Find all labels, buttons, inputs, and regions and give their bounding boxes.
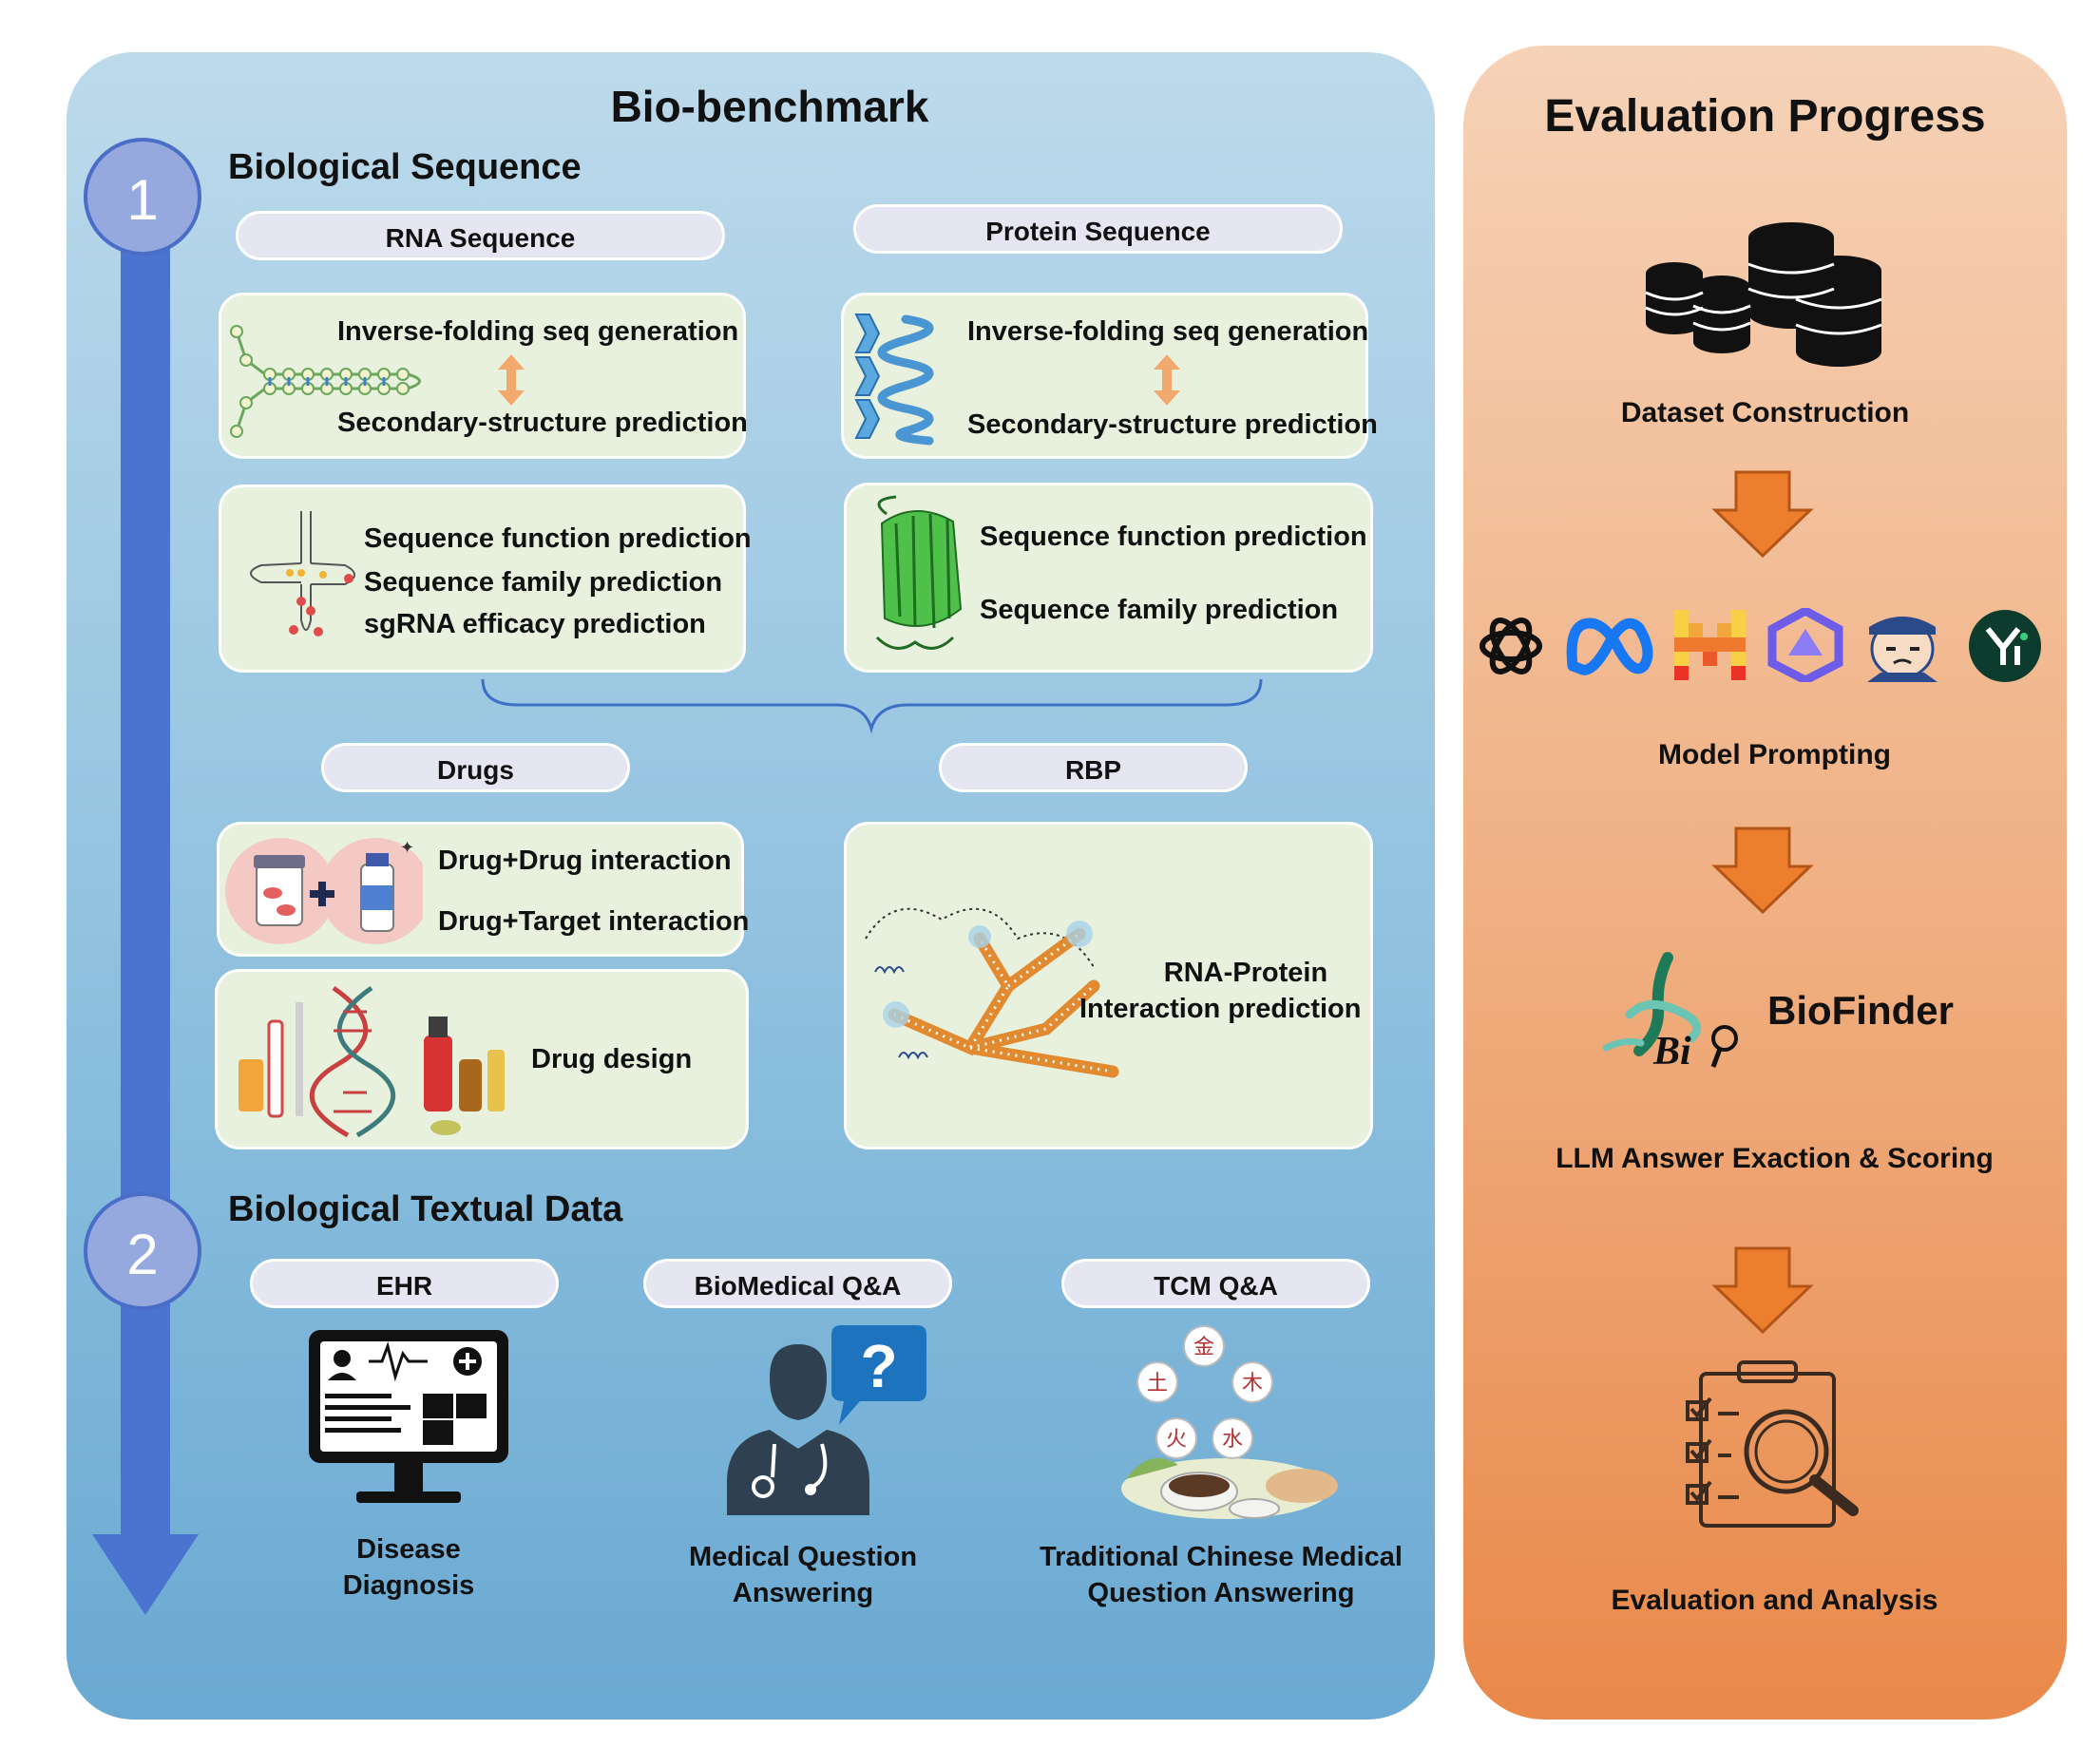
flow-arrow-2: [1711, 826, 1814, 915]
drug-interaction-card: ✦ Drug+Drug interaction Drug+Target inte…: [217, 822, 749, 957]
doctor-question-icon: ?: [727, 1325, 926, 1515]
rna-task-family: Sequence family prediction: [364, 567, 723, 598]
flow-arrow-1: [1711, 470, 1814, 559]
svg-text:?: ?: [860, 1332, 897, 1400]
tcm-element-earth: 土: [1147, 1372, 1168, 1396]
evaluation-progress-title: Evaluation Progress: [1544, 91, 1986, 142]
drug-task-drug-drug: Drug+Drug interaction: [438, 846, 732, 876]
qwen-icon: [1767, 608, 1843, 682]
svg-text:✦: ✦: [400, 838, 414, 857]
rbp-task-line1: RNA-Protein: [1163, 958, 1328, 988]
section-biological-sequence-title: Biological Sequence: [228, 147, 582, 187]
rna-task-inverse-folding: Inverse-folding seq generation: [337, 316, 739, 347]
protein-task-inverse-folding: Inverse-folding seq generation: [967, 316, 1369, 347]
step-answer-extraction: LLM Answer Exaction & Scoring: [1556, 1143, 1994, 1174]
rna-folding-card: Inverse-folding seq generation Secondary…: [219, 293, 748, 459]
rna-task-sgrna: sgRNA efficacy prediction: [364, 609, 706, 639]
biomed-caption-line1: Medical Question: [688, 1542, 918, 1572]
biofinder-title: BioFinder: [1767, 988, 1954, 1033]
green-protein-icon: [875, 495, 963, 650]
bidirectional-arrow-icon: [498, 354, 525, 406]
rna-sequence-label: RNA Sequence: [236, 211, 725, 260]
tcm-caption-line2: Question Answering: [1087, 1578, 1355, 1608]
biomedical-qa-label: BioMedical Q&A: [643, 1259, 952, 1308]
bio-benchmark-title: Bio-benchmark: [610, 82, 929, 131]
protein-helix-sheet-icon: [854, 314, 934, 446]
yi-icon: [1969, 610, 2041, 682]
openai-icon: [1480, 618, 1542, 674]
trna-cloverleaf-icon: [250, 511, 355, 636]
rna-function-card: Sequence function prediction Sequence fa…: [219, 484, 752, 673]
step-1-badge: 1: [84, 138, 201, 256]
meta-icon: [1566, 618, 1653, 675]
section-textual-data-title: Biological Textual Data: [228, 1189, 623, 1229]
model-icons-row: [1473, 606, 2057, 682]
ehr-monitor-icon: [309, 1330, 508, 1503]
drug-task-design: Drug design: [531, 1044, 693, 1074]
step-2-badge: 2: [84, 1192, 201, 1310]
tcm-element-water: 水: [1222, 1428, 1243, 1452]
rbp-card: RNA-Protein Interaction prediction: [844, 822, 1373, 1150]
drug-design-card: Drug design: [215, 969, 749, 1150]
drug-task-drug-target: Drug+Target interaction: [438, 906, 750, 937]
tcm-element-metal: 金: [1193, 1336, 1214, 1359]
drug-design-icon: [239, 985, 505, 1138]
timeline-arrow: [92, 180, 199, 1615]
biofinder-logo-icon: Bi: [1602, 952, 1738, 1072]
internlm-icon: [1867, 617, 1938, 682]
rna-task-secondary-structure: Secondary-structure prediction: [337, 408, 748, 438]
rbp-task-line2: Interaction prediction: [1079, 994, 1362, 1024]
step-evaluation-analysis: Evaluation and Analysis: [1611, 1585, 1938, 1616]
protein-task-family: Sequence family prediction: [980, 595, 1339, 625]
drugs-label: Drugs: [321, 743, 630, 792]
tcm-five-elements-icon: 金 木 水 火 土: [1121, 1325, 1338, 1519]
svg-text:Bi: Bi: [1652, 1030, 1691, 1072]
rna-protein-complex-icon: [865, 907, 1119, 1078]
biomed-caption-line2: Answering: [732, 1578, 874, 1608]
rna-hairpin-icon: [230, 325, 421, 438]
rbp-label: RBP: [939, 743, 1248, 792]
protein-sequence-label: Protein Sequence: [853, 204, 1343, 254]
bidirectional-arrow-icon: [1154, 354, 1180, 406]
protein-task-secondary-structure: Secondary-structure prediction: [967, 409, 1378, 440]
tcm-qa-label: TCM Q&A: [1061, 1259, 1370, 1308]
clipboard-analysis-icon: [1686, 1360, 1859, 1528]
drug-combination-icon: ✦: [225, 838, 423, 944]
ehr-caption-line1: Disease: [356, 1534, 461, 1565]
step-model-prompting: Model Prompting: [1658, 739, 1891, 770]
ehr-label: EHR: [250, 1259, 559, 1308]
database-icon: [1645, 222, 1882, 367]
rna-task-function: Sequence function prediction: [364, 523, 752, 554]
tcm-element-fire: 火: [1166, 1428, 1187, 1452]
protein-function-card: Sequence function prediction Sequence fa…: [844, 483, 1373, 673]
protein-task-function: Sequence function prediction: [980, 522, 1367, 552]
step-dataset-construction: Dataset Construction: [1620, 397, 1910, 428]
mistral-icon: [1674, 610, 1746, 680]
tcm-element-wood: 木: [1242, 1372, 1263, 1396]
grouping-brace: [481, 678, 1263, 733]
tcm-caption-line1: Traditional Chinese Medical: [1040, 1542, 1403, 1572]
ehr-caption-line2: Diagnosis: [342, 1570, 475, 1601]
flow-arrow-3: [1711, 1246, 1814, 1335]
protein-folding-card: Inverse-folding seq generation Secondary…: [841, 293, 1378, 459]
